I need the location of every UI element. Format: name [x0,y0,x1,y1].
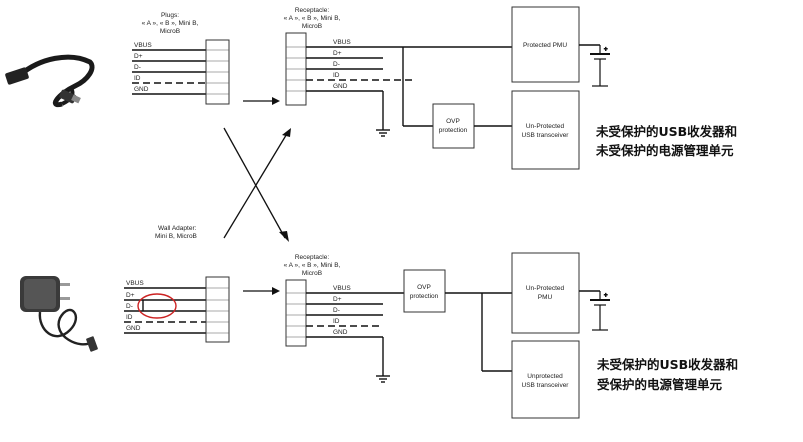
battery-icon: + [590,45,610,87]
usb-cable-icon [5,54,95,108]
bottom-receptacle-connector [285,279,307,347]
bottom-receptacle-label-line-1: Receptacle: [295,254,330,261]
top-rec-pin-dminus: D- [333,61,340,68]
bottom-rec-pin-gnd: GND [333,329,348,336]
bottom-transceiver-label-2: USB transceiver [522,382,570,389]
top-caption-line-1: 未受保护的USB收发器和 [595,124,737,139]
bottom-diagram: Wall Adapter: Mini B, MicroB VBUS D+ D- … [20,225,738,419]
top-transceiver-label-2: USB transceiver [522,132,570,139]
plug-pin-dminus: D- [134,64,141,71]
short-highlight-circle [137,293,177,319]
bottom-pmu-box [511,252,580,334]
adapter-pin-id: ID [126,314,133,321]
plug-label-line-3: MicroB [160,28,180,35]
adapter-pin-dplus: D+ [126,292,135,299]
top-receptacle-label-line-2: « A », « B », Mini B, [284,15,341,22]
bottom-receptacle-label-line-2: « A », « B », Mini B, [284,262,341,269]
adapter-pin-dminus: D- [126,303,133,310]
top-rec-pin-dplus: D+ [333,50,342,57]
bottom-transceiver-label-1: Unprotected [527,373,563,380]
adapter-connector [205,276,230,343]
bottom-ovp-box [403,269,446,313]
battery-icon: + [590,291,610,331]
bottom-caption-line-2: 受保护的电源管理单元 [597,377,723,392]
top-rec-pin-vbus: VBUS [333,39,351,46]
bottom-pmu-label-2: PMU [538,294,553,301]
top-pmu-label: Protected PMU [523,42,567,49]
plug-label-line-1: Plugs: [161,12,179,19]
adapter-pin-gnd: GND [126,325,141,332]
plug-label-line-2: « A », « B », Mini B, [142,20,199,27]
top-diagram: Plugs: « A », « B », Mini B, MicroB VBUS… [5,6,737,170]
top-caption-line-2: 未受保护的电源管理单元 [595,143,734,158]
ground-icon [376,129,390,137]
top-ovp-label-1: OVP [446,118,460,125]
svg-text:+: + [604,293,608,299]
top-receptacle-label-line-3: MicroB [302,23,322,30]
plug-pin-id: ID [134,75,141,82]
adapter-label-line-2: Mini B, MicroB [155,233,197,240]
bottom-receptacle-label-line-3: MicroB [302,270,322,277]
bottom-rec-pin-vbus: VBUS [333,285,351,292]
cross-arrows [223,127,289,239]
svg-text:+: + [604,47,608,53]
plug-pin-vbus: VBUS [134,42,152,49]
adapter-pin-vbus: VBUS [126,280,144,287]
wall-adapter-icon [20,276,98,352]
bottom-rec-pin-id: ID [333,318,340,325]
top-transceiver-box [511,90,580,170]
ground-icon [376,375,390,383]
top-ovp-box [432,103,475,149]
top-rec-pin-gnd: GND [333,83,348,90]
bottom-ovp-label-2: protection [410,293,439,300]
bottom-ovp-label-1: OVP [417,284,431,291]
plug-pin-dplus: D+ [134,53,143,60]
bottom-caption-line-1: 未受保护的USB收发器和 [596,357,738,372]
top-ovp-label-2: protection [439,127,468,134]
top-receptacle-label-line-1: Receptacle: [295,7,330,14]
bottom-rec-pin-dminus: D- [333,307,340,314]
plug-pin-gnd: GND [134,86,149,93]
bottom-transceiver-box [511,340,580,419]
adapter-label-line-1: Wall Adapter: [158,225,197,232]
top-rec-pin-id: ID [333,72,340,79]
top-transceiver-label-1: Un-Protected [526,123,565,130]
bottom-pmu-label-1: Un-Protected [526,285,565,292]
bottom-rec-pin-dplus: D+ [333,296,342,303]
